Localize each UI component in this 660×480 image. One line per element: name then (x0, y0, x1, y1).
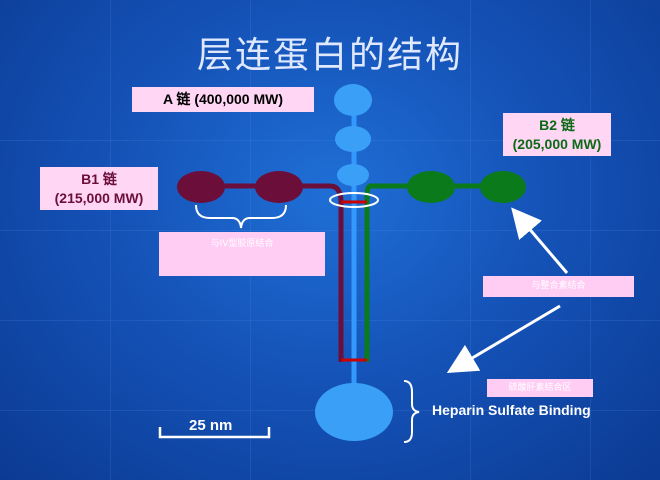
b2-chain-label: B2 链 (205,000 MW) (503, 113, 611, 156)
scale-bar (158, 427, 271, 439)
integrin-binding-note: 与整合素结合 (483, 276, 634, 297)
b2-chain-label-line1: B2 链 (539, 117, 575, 133)
b1-chain-label-line1: B1 链 (81, 171, 117, 187)
grid-line (0, 230, 660, 231)
scale-label: 25 nm (189, 417, 233, 434)
b1-chain-line (190, 183, 344, 362)
grid-line (0, 140, 660, 141)
heparan-binding-note: 硫酸肝素结合区 (487, 379, 593, 397)
b2-chain-domain (480, 171, 526, 203)
heparin-binding-domain (315, 383, 393, 441)
slide-title: 层连蛋白的结构 (196, 35, 463, 76)
a-chain-domain (335, 126, 371, 152)
b1-chain-label-line2: (215,000 MW) (54, 190, 144, 206)
integrin-arrow (511, 207, 569, 274)
b1-chain-label: B1 链 (215,000 MW) (40, 167, 158, 210)
b1-chain-domain (255, 171, 303, 203)
grid-line (470, 0, 471, 480)
heparin-sulfate-label: Heparin Sulfate Binding (432, 402, 591, 418)
b2-chain-label-line2: (205,000 MW) (512, 136, 602, 152)
grid-line (0, 320, 660, 321)
collagen-binding-note: 与IV型胶原结合 (159, 232, 325, 276)
collagen-brace (195, 204, 287, 229)
junction-ring (329, 192, 379, 208)
grid-line (110, 0, 111, 480)
a-chain-domain (334, 84, 372, 116)
grid-line (590, 0, 591, 480)
b1-chain-domain (177, 171, 225, 203)
b2-chain-line (364, 183, 500, 362)
heparin-brace (403, 380, 420, 443)
a-chain-domain (337, 164, 369, 186)
heparan-arrow (446, 304, 561, 374)
a-chain-label: A 链 (400,000 MW) (132, 87, 314, 112)
b2-chain-domain (407, 171, 455, 203)
